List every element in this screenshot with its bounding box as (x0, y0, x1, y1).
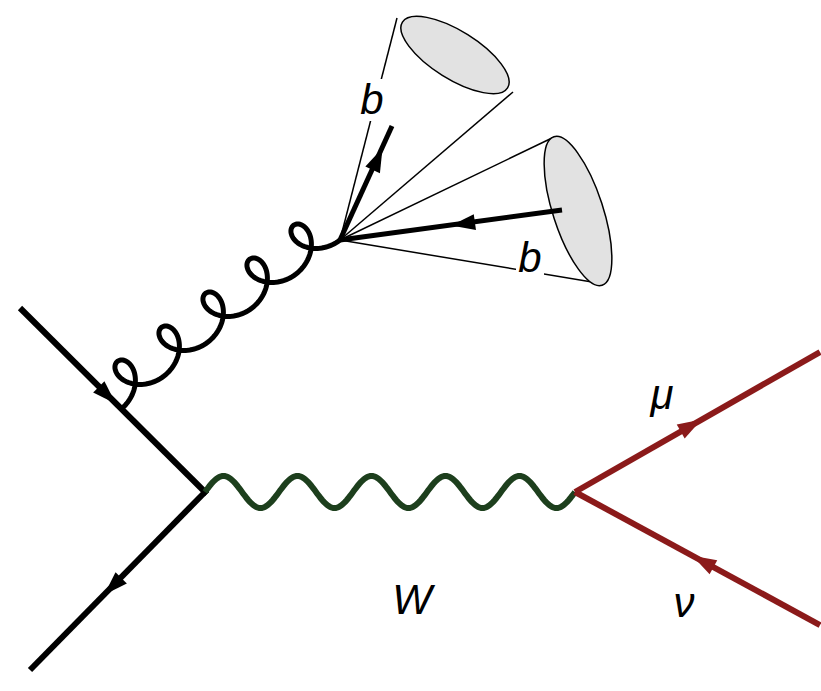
jet-cone (340, 2, 520, 240)
arrowhead (689, 549, 718, 575)
lepton-line (575, 352, 820, 492)
quark-line (30, 490, 207, 670)
arrowhead (99, 572, 127, 600)
particle-label: b (358, 79, 385, 121)
jet-cone (340, 129, 626, 293)
gluon-line (115, 224, 340, 410)
quark-line (340, 210, 562, 240)
arrowhead (93, 381, 121, 409)
quark-line (20, 308, 207, 494)
particle-label: b (516, 237, 543, 279)
particle-label: μ (648, 374, 675, 416)
arrowhead (365, 145, 389, 173)
w-boson-line (205, 476, 575, 508)
arrowhead (677, 413, 706, 439)
lepton-line (575, 492, 820, 625)
particle-label: W (390, 579, 434, 621)
quark-line (340, 126, 392, 240)
particle-label: ν (672, 582, 697, 624)
arrowhead (450, 214, 476, 233)
